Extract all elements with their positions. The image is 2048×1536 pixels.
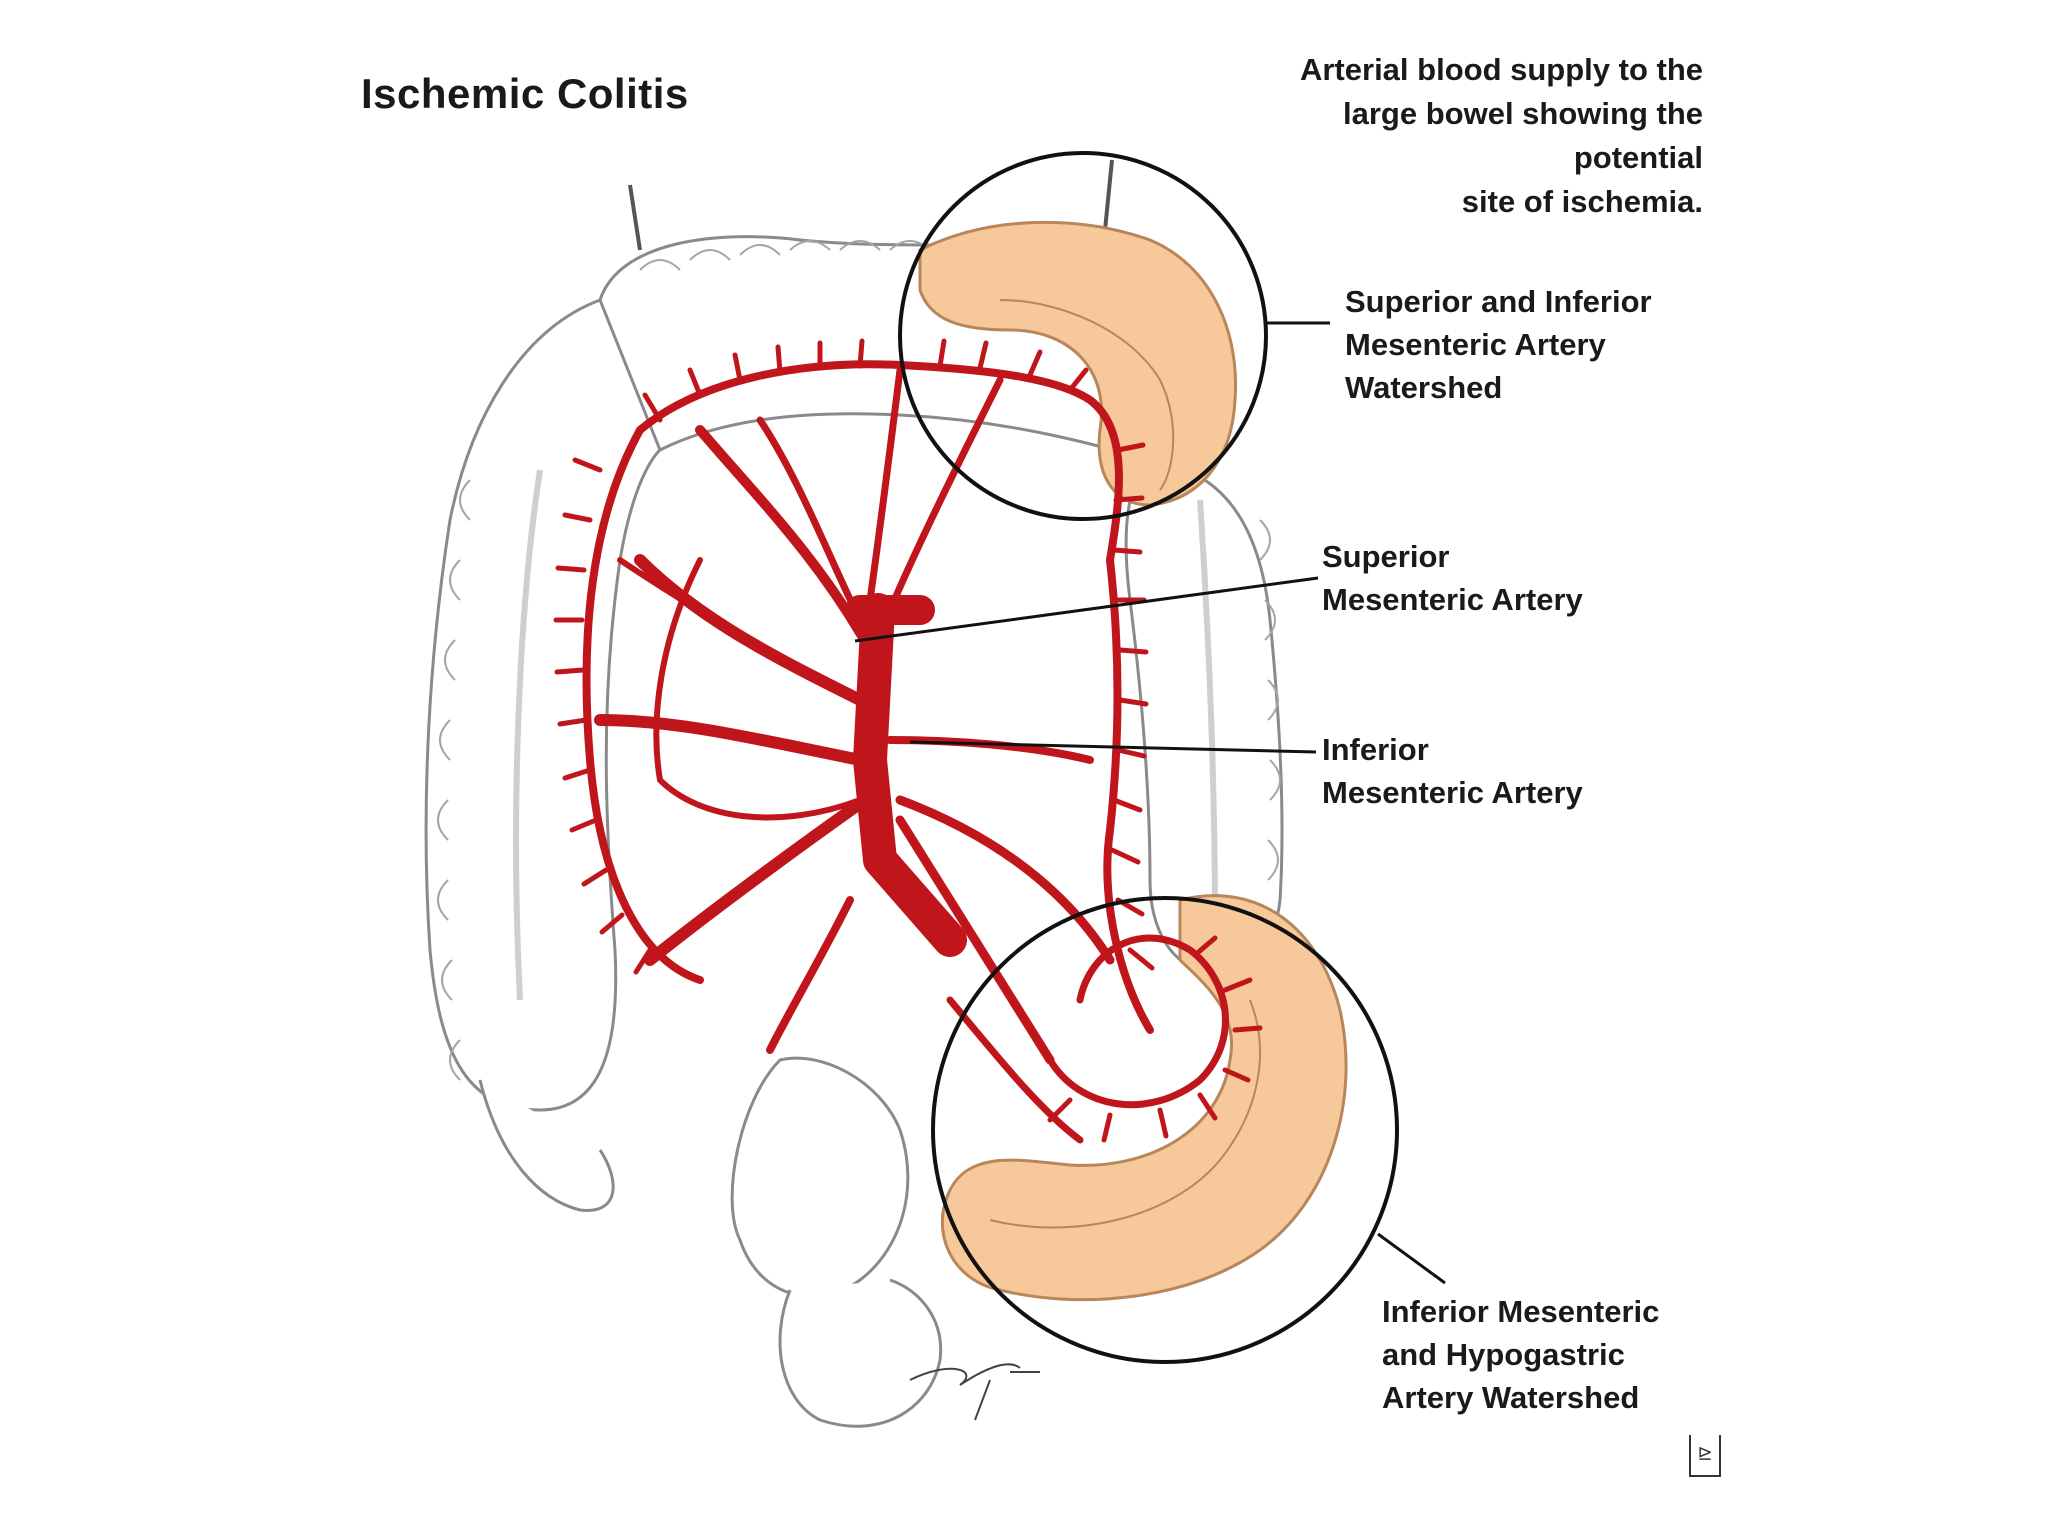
large-bowel-outline [424, 235, 1284, 1428]
figure-title: Ischemic Colitis [361, 70, 689, 117]
haustral-markings [437, 240, 1281, 1081]
figure-caption: Arterial blood supply to the large bowel… [1299, 52, 1703, 219]
leader-lower-watershed [1377, 1232, 1446, 1285]
sigmoid-ischemic-segment [940, 894, 1348, 1302]
leader-ima [909, 740, 1317, 754]
leader-lines [854, 321, 1446, 1285]
upper-watershed-circle [898, 151, 1268, 521]
arterial-tree [553, 338, 1263, 1144]
label-lower-watershed: Inferior Mesenteric and Hypogastric Arte… [1382, 1294, 1660, 1415]
leader-sma [854, 576, 1319, 643]
label-superior-mesenteric-artery: Superior Mesenteric Artery [1322, 539, 1583, 617]
publisher-mark-icon: ⊵ [1689, 1435, 1721, 1477]
suspension-hooks [628, 159, 1114, 251]
splenic-flexure-ischemic-segment [918, 220, 1238, 507]
artist-signature [909, 1363, 1040, 1421]
label-upper-watershed: Superior and Inferior Mesenteric Artery … [1345, 284, 1652, 405]
label-inferior-mesenteric-artery: Inferior Mesenteric Artery [1322, 732, 1583, 810]
lower-watershed-circle [931, 896, 1399, 1364]
watershed-callout-circles [898, 151, 1399, 1364]
